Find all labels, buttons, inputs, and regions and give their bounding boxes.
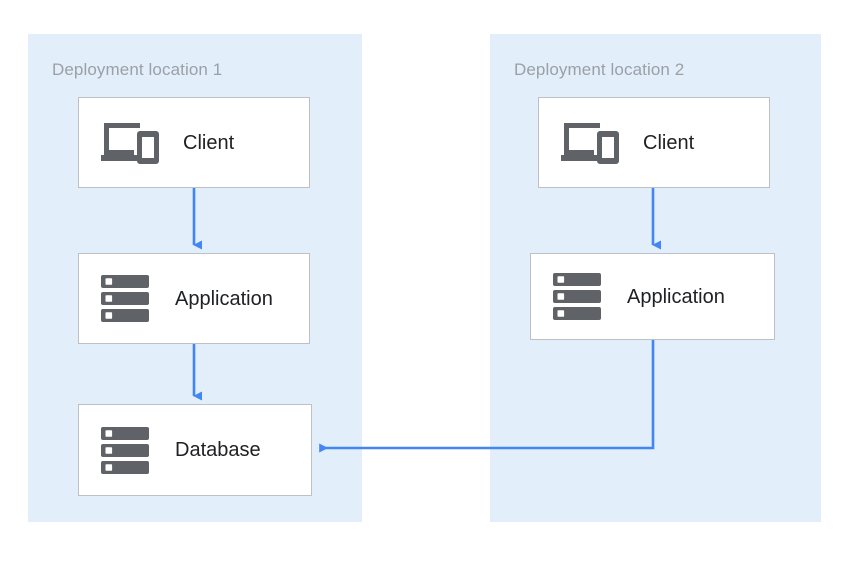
node-database-1[interactable]: Database [78,404,312,496]
server-icon [101,275,149,322]
node-label: Application [627,285,725,308]
panel-title-deployment-location-1: Deployment location 1 [52,60,223,79]
node-application-1[interactable]: Application [78,253,310,344]
node-client-2[interactable]: Client [538,97,770,188]
server-icon [101,426,149,474]
client-devices-icon [561,121,619,165]
client-devices-icon [101,121,159,165]
node-label: Client [183,131,235,154]
panel-title-deployment-location-2: Deployment location 2 [514,60,685,79]
node-label: Application [175,287,273,310]
node-application-2[interactable]: Application [530,253,775,340]
node-label: Database [175,439,261,461]
server-icon [553,273,601,320]
node-label: Client [643,131,695,154]
node-client-1[interactable]: Client [78,97,310,188]
